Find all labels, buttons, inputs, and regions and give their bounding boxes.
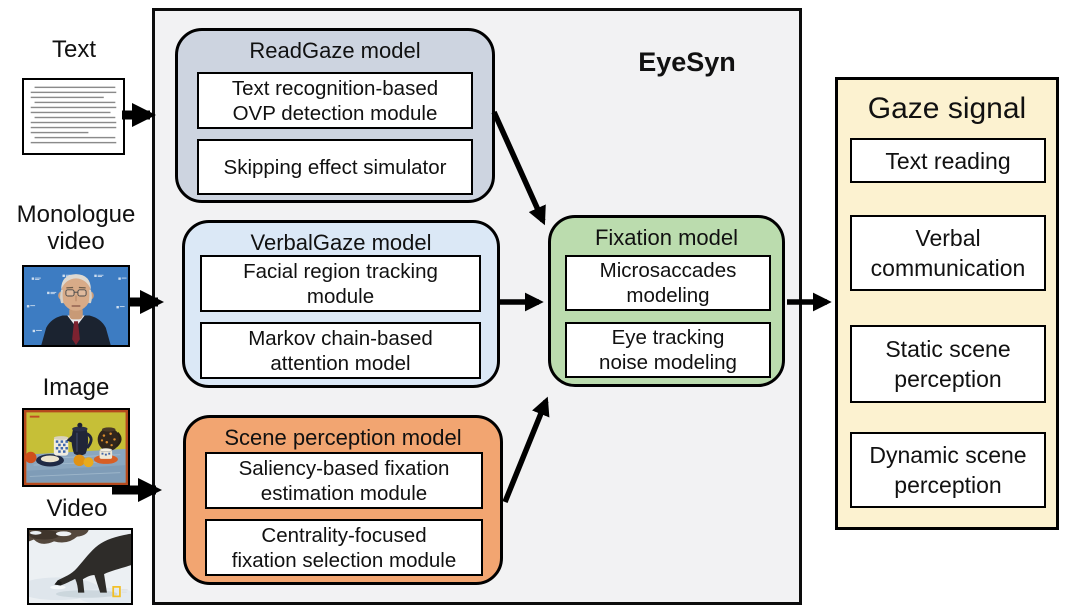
- output-item-static-scene: Static scene perception: [850, 325, 1046, 403]
- wolf-video-thumbnail: [27, 528, 133, 605]
- module-ovp-detection: Text recognition-based OVP detection mod…: [197, 72, 473, 129]
- module-centrality-fixation: Centrality-focused fixation selection mo…: [205, 519, 483, 576]
- module-facial-tracking: Facial region tracking module: [200, 255, 481, 312]
- gaze-signal-title: Gaze signal: [867, 92, 1027, 125]
- checkered-jug: [53, 436, 69, 456]
- output-item-verbal-communication: Verbal communication: [850, 215, 1046, 291]
- input-label-monologue-video: Monologue video: [16, 201, 136, 255]
- input-label-text: Text: [51, 36, 96, 63]
- model-box-scene-perception: Scene perception model Saliency-based fi…: [183, 415, 503, 585]
- module-tracking-noise: Eye tracking noise modeling: [565, 322, 771, 378]
- face: [61, 276, 91, 311]
- wolf-silhouette: [54, 533, 131, 593]
- input-label-video: Video: [46, 495, 108, 522]
- wolf-video-art: [29, 530, 131, 603]
- model-title-scene-perception: Scene perception model: [224, 425, 462, 450]
- monologue-video-thumbnail: [22, 265, 130, 347]
- text-page-thumbnail: [22, 78, 125, 155]
- output-item-dynamic-scene: Dynamic scene perception: [850, 432, 1046, 508]
- output-item-text-reading: Text reading: [850, 138, 1046, 183]
- model-box-readgaze: ReadGaze model Text recognition-based OV…: [175, 28, 495, 203]
- module-saliency-fixation: Saliency-based fixation estimation modul…: [205, 452, 483, 509]
- model-box-verbalgaze: VerbalGaze model Facial region tracking …: [182, 220, 500, 388]
- module-markov-attention: Markov chain-based attention model: [200, 322, 481, 379]
- gaze-signal-panel: Gaze signal Text reading Verbal communic…: [835, 77, 1059, 530]
- system-title: EyeSyn: [638, 47, 736, 77]
- text-page-art: [24, 80, 123, 153]
- model-title-fixation: Fixation model: [594, 225, 739, 250]
- module-skipping-effect: Skipping effect simulator: [197, 139, 473, 195]
- natgeo-logo: [112, 586, 128, 598]
- dark-jug: [97, 427, 122, 451]
- input-label-image: Image: [42, 374, 110, 401]
- model-box-fixation: Fixation model Microsaccades modeling Ey…: [548, 215, 785, 387]
- module-microsaccades: Microsaccades modeling: [565, 255, 771, 311]
- coffee-pot: [66, 422, 93, 456]
- painting-thumbnail: [22, 408, 130, 487]
- model-title-verbalgaze: VerbalGaze model: [250, 230, 432, 255]
- painting-art: [24, 410, 128, 485]
- cup-and-saucer: [93, 448, 118, 464]
- monologue-video-art: [24, 267, 128, 345]
- model-title-readgaze: ReadGaze model: [249, 38, 421, 63]
